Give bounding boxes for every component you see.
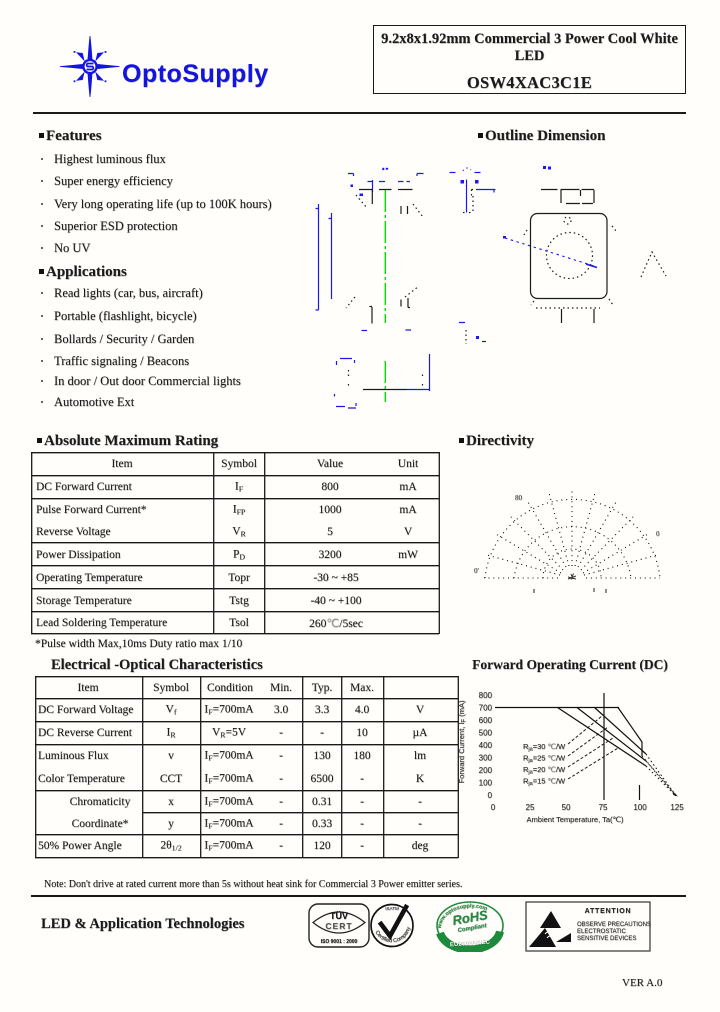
svg-text:0: 0 (491, 803, 496, 812)
svg-text:CERT: CERT (325, 921, 352, 931)
svg-text:500: 500 (479, 729, 493, 738)
svg-text:600: 600 (479, 716, 493, 725)
svg-text:200: 200 (479, 766, 493, 775)
svg-text:ATTENTION: ATTENTION (585, 908, 632, 915)
svg-text:80: 80 (515, 494, 523, 502)
svg-text:300: 300 (479, 754, 493, 763)
svg-text:ISO 9001 : 2000: ISO 9001 : 2000 (321, 939, 358, 945)
svg-text:0: 0 (656, 530, 660, 538)
svg-text:Rja=20 ℃/W: Rja=20 ℃/W (523, 765, 566, 776)
svg-text:75: 75 (599, 803, 608, 812)
svg-text:700: 700 (479, 704, 493, 713)
svg-text:100: 100 (633, 803, 647, 812)
svg-text:800: 800 (479, 691, 493, 700)
svg-text:Rja=25 ℃/W: Rja=25 ℃/W (523, 754, 566, 765)
svg-text:Compliant: Compliant (457, 923, 488, 934)
svg-text:Ambient Temperature, Ta(℃): Ambient Temperature, Ta(℃) (527, 815, 624, 824)
svg-text:100: 100 (479, 779, 493, 788)
svg-text:TÜV: TÜV (330, 911, 348, 921)
svg-text:25: 25 (526, 803, 535, 812)
svg-text:50: 50 (562, 803, 571, 812)
svg-text:ELECTROSTATIC: ELECTROSTATIC (577, 929, 626, 935)
svg-text:400: 400 (479, 741, 493, 750)
svg-text:ISATM: ISATM (385, 906, 399, 911)
svg-text:Rja=30 ℃/W: Rja=30 ℃/W (523, 742, 566, 753)
svg-text:0': 0' (474, 567, 479, 575)
svg-text:RoHS: RoHS (451, 907, 489, 928)
svg-text:SENSITIVE DEVICES: SENSITIVE DEVICES (577, 936, 636, 942)
svg-text:EU2002/95/EC: EU2002/95/EC (450, 940, 491, 949)
svg-text:0: 0 (488, 791, 493, 800)
svg-text:Forward Current, IF (mA): Forward Current, IF (mA) (457, 700, 468, 783)
svg-text:125: 125 (670, 803, 684, 812)
svg-text:Rja=15 ℃/W: Rja=15 ℃/W (523, 777, 566, 788)
svg-text:OBSERVE PRECAUTIONS: OBSERVE PRECAUTIONS (577, 922, 651, 928)
